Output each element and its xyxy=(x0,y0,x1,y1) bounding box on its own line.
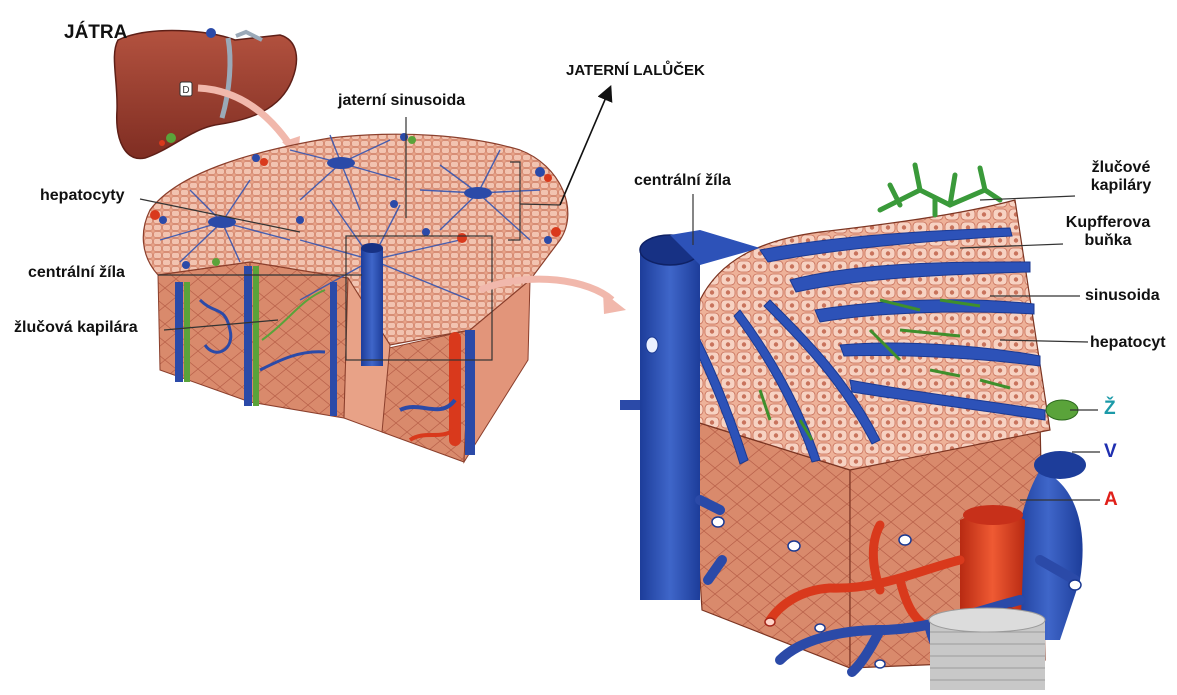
label-kupfferova-line2: buňka xyxy=(1062,232,1154,250)
label-triad-bile: Ž xyxy=(1104,398,1116,420)
label-centralni-zila-right: centrální žíla xyxy=(634,172,731,190)
bile-duct-cylinder xyxy=(929,608,1045,690)
label-jaterni-sinusoida: jaterní sinusoida xyxy=(338,92,465,110)
zoomed-block xyxy=(620,165,1086,690)
liver-icon: D xyxy=(114,28,296,158)
label-sinusoida: sinusoida xyxy=(1085,287,1160,305)
label-hepatocyt: hepatocyt xyxy=(1090,334,1166,352)
label-kupfferova-line1: Kupfferova xyxy=(1062,214,1154,232)
label-zlucove-line2: kapiláry xyxy=(1082,177,1160,195)
label-kupfferova-bunka: Kupfferova buňka xyxy=(1062,214,1154,251)
liver-title: JÁTRA xyxy=(64,22,127,44)
label-hepatocyty: hepatocyty xyxy=(40,187,124,205)
liver-icon-letter: D xyxy=(182,85,189,96)
label-triad-vein: V xyxy=(1104,441,1117,463)
lobule-block xyxy=(143,133,568,462)
label-zlucove-line1: žlučové xyxy=(1082,159,1160,177)
label-centralni-zila-left: centrální žíla xyxy=(28,264,125,282)
label-zlucove-kapilary: žlučové kapiláry xyxy=(1082,159,1160,196)
lobule-title: JATERNÍ LALŮČEK xyxy=(566,62,705,79)
label-triad-artery: A xyxy=(1104,489,1118,511)
label-zlucova-kapilara: žlučová kapilára xyxy=(14,319,138,337)
lobule-arrow xyxy=(560,88,610,205)
